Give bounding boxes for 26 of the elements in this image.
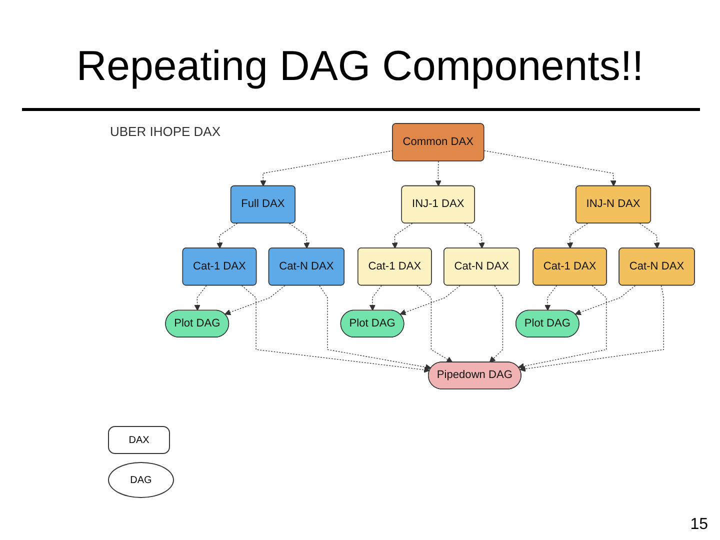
arrow: [260, 150, 394, 186]
arrow: [464, 223, 485, 249]
arrow: [216, 223, 238, 249]
arrow: [241, 285, 430, 373]
arrow: [289, 223, 310, 249]
arrow: [319, 285, 432, 370]
arrow: [520, 285, 664, 372]
arrow: [566, 223, 588, 249]
arrow: [574, 285, 636, 316]
arrow: [392, 223, 413, 249]
arrow: [435, 160, 442, 186]
legend-rounded-rectangle: DAX: [108, 426, 170, 454]
arrow: [544, 285, 558, 311]
slide-title: Repeating DAG Components!!: [75, 41, 645, 91]
arrow: [416, 285, 453, 363]
arrow: [639, 223, 660, 249]
arrow: [400, 285, 460, 316]
arrow: [224, 285, 286, 316]
legend-ellipse: DAG: [108, 462, 174, 498]
arrow: [484, 150, 617, 186]
diagram-label: UBER IHOPE DAX: [110, 124, 221, 139]
arrow: [489, 285, 504, 363]
arrow: [194, 285, 207, 311]
arrow: [369, 285, 382, 311]
arrow: [518, 285, 607, 370]
page-number: 15: [690, 516, 708, 534]
